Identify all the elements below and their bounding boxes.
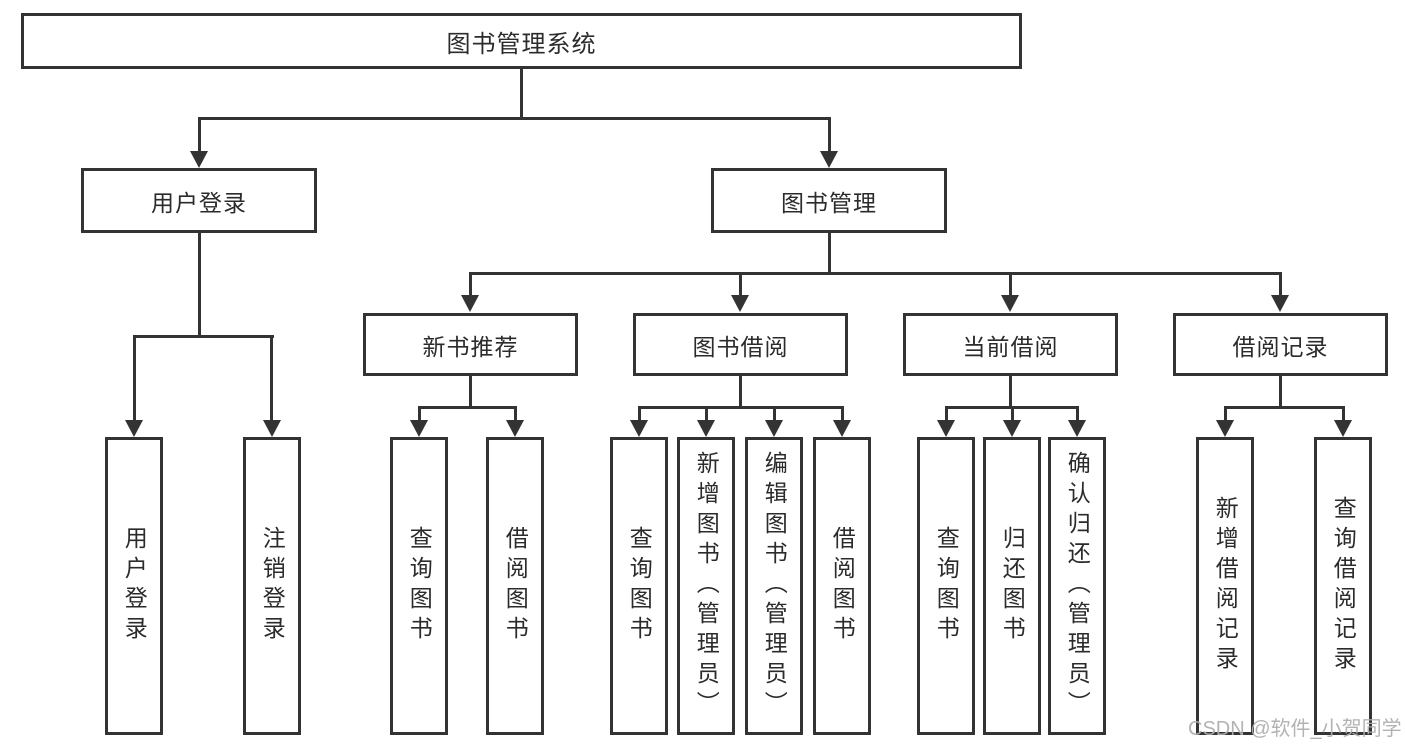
connector-nbr-hline [418, 406, 517, 409]
arrow-down-icon [833, 420, 851, 437]
leaf-bb-borrow-book: 借阅图书 [813, 437, 871, 735]
connector-cb-down [1009, 376, 1012, 409]
leaf-bb-add-book: 新增图书（管理员） [677, 437, 735, 735]
node-root: 图书管理系统 [21, 13, 1022, 69]
csdn-watermark: CSDN @软件_小贺同学 [1188, 718, 1402, 740]
leaf-cb-confirm-return: 确认归还（管理员） [1048, 437, 1106, 735]
arrow-down-icon [630, 420, 648, 437]
leaf-bb-query-book-label: 查询图书 [626, 526, 653, 646]
connector-leaf-stem [638, 406, 641, 422]
connector-level3-stem [1279, 272, 1282, 296]
arrow-down-icon [410, 420, 428, 437]
arrow-down-icon [1068, 420, 1086, 437]
connector-leaf-stem [270, 335, 273, 421]
leaf-br-query-record-label: 查询借阅记录 [1330, 496, 1357, 676]
leaf-bb-query-book: 查询图书 [610, 437, 668, 735]
leaf-bb-borrow-book-label: 借阅图书 [829, 526, 856, 646]
connector-bookmgmt-stem [828, 117, 831, 154]
leaf-cb-query-book: 查询图书 [917, 437, 975, 735]
connector-leaf-stem [514, 406, 517, 422]
leaf-nbr-borrow-book: 借阅图书 [486, 437, 544, 735]
connector-bb-hline [638, 406, 844, 409]
arrow-down-icon [506, 420, 524, 437]
connector-userlogin-down [198, 233, 201, 337]
leaf-user-login: 用户登录 [105, 437, 163, 735]
connector-root-stem [520, 68, 523, 120]
node-borrow-records: 借阅记录 [1173, 313, 1388, 376]
leaf-bb-edit-book: 编辑图书（管理员） [745, 437, 803, 735]
connector-nbr-down [469, 376, 472, 409]
arrow-down-icon [697, 420, 715, 437]
arrow-down-icon [190, 151, 208, 168]
connector-level3-stem [739, 272, 742, 296]
arrow-down-icon [1271, 295, 1289, 312]
arrow-down-icon [1001, 295, 1019, 312]
leaf-bb-add-book-label: 新增图书（管理员） [693, 451, 720, 721]
connector-level3-stem [469, 272, 472, 296]
arrow-down-icon [731, 295, 749, 312]
node-new-book-rec: 新书推荐 [363, 313, 578, 376]
connector-br-down [1279, 376, 1282, 409]
leaf-cb-return-book: 归还图书 [983, 437, 1041, 735]
node-book-borrow: 图书借阅 [633, 313, 848, 376]
connector-leaf-stem [705, 406, 708, 422]
leaf-cb-query-book-label: 查询图书 [933, 526, 960, 646]
leaf-cb-confirm-return-label: 确认归还（管理员） [1064, 451, 1091, 721]
leaf-nbr-query-book: 查询图书 [390, 437, 448, 735]
arrow-down-icon [1003, 420, 1021, 437]
node-book-borrow-label: 图书借阅 [692, 333, 789, 360]
leaf-nbr-query-book-label: 查询图书 [406, 526, 433, 646]
connector-userlogin-stem [198, 117, 201, 154]
arrow-down-icon [125, 420, 143, 437]
leaf-logout: 注销登录 [243, 437, 301, 735]
connector-root-hline [198, 117, 831, 120]
node-book-mgmt: 图书管理 [711, 168, 947, 233]
leaf-bb-edit-book-label: 编辑图书（管理员） [761, 451, 788, 721]
arrow-down-icon [1216, 420, 1234, 437]
arrow-down-icon [1334, 420, 1352, 437]
connector-leaf-stem [1011, 406, 1014, 422]
connector-userlogin-hline [133, 335, 274, 338]
node-new-book-rec-label: 新书推荐 [422, 333, 519, 360]
connector-level3-stem [1009, 272, 1012, 296]
node-borrow-records-label: 借阅记录 [1232, 333, 1329, 360]
connector-leaf-stem [945, 406, 948, 422]
connector-leaf-stem [773, 406, 776, 422]
connector-leaf-stem [1342, 406, 1345, 422]
leaf-br-add-record-label: 新增借阅记录 [1212, 496, 1239, 676]
leaf-br-add-record: 新增借阅记录 [1196, 437, 1254, 735]
connector-br-hline [1224, 406, 1345, 409]
arrow-down-icon [937, 420, 955, 437]
node-current-borrow-label: 当前借阅 [962, 333, 1059, 360]
connector-leaf-stem [1224, 406, 1227, 422]
connector-bookmgmt-down [828, 233, 831, 274]
connector-level3-hline [469, 272, 1282, 275]
leaf-cb-return-book-label: 归还图书 [999, 526, 1026, 646]
arrow-down-icon [461, 295, 479, 312]
node-user-login: 用户登录 [81, 168, 317, 233]
connector-leaf-stem [1076, 406, 1079, 422]
connector-leaf-stem [841, 406, 844, 422]
leaf-br-query-record: 查询借阅记录 [1314, 437, 1372, 735]
arrow-down-icon [765, 420, 783, 437]
arrow-down-icon [820, 151, 838, 168]
node-current-borrow: 当前借阅 [903, 313, 1118, 376]
leaf-logout-label: 注销登录 [259, 526, 286, 646]
leaf-nbr-borrow-book-label: 借阅图书 [502, 526, 529, 646]
connector-leaf-stem [418, 406, 421, 422]
node-root-label: 图书管理系统 [446, 30, 597, 58]
connector-bb-down [739, 376, 742, 409]
connector-leaf-stem [133, 335, 136, 421]
node-book-mgmt-label: 图书管理 [781, 189, 877, 216]
node-user-login-label: 用户登录 [151, 189, 247, 216]
leaf-user-login-label: 用户登录 [121, 526, 148, 646]
arrow-down-icon [263, 420, 281, 437]
